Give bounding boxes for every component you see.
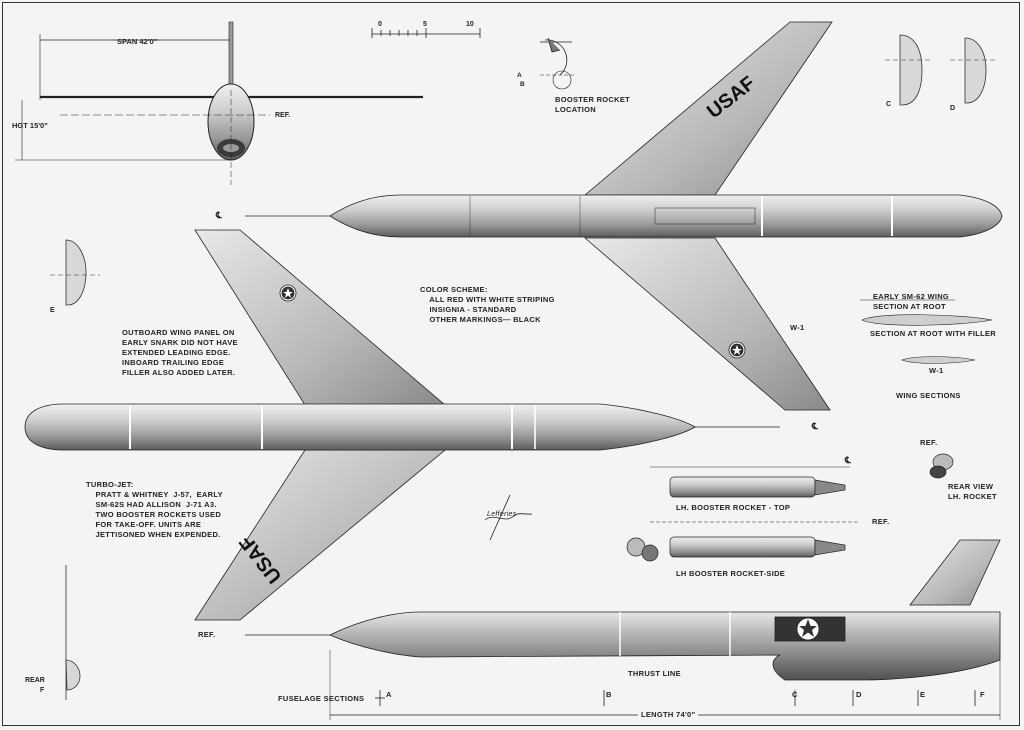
color-scheme-note: COLOR SCHEME: ALL RED WITH WHITE STRIPIN… (420, 285, 555, 324)
station-d: D (856, 690, 862, 699)
station-f: F (980, 690, 985, 699)
side-ref-label: REF. (198, 630, 216, 639)
rear-view-rocket-label: REAR VIEW LH. ROCKET (948, 482, 997, 501)
front-ref-label: REF. (275, 112, 290, 119)
station-a: A (386, 690, 392, 699)
filler-section-label: SECTION AT ROOT WITH FILLER (870, 329, 997, 338)
centerline-symbol-booster: ℄ (845, 455, 852, 465)
span-dimension-label: SPAN 42'0" (117, 37, 158, 46)
centerline-symbol-top: ℄ (216, 210, 223, 220)
turbojet-note: TURBO-JET: PRATT & WHITNEY J-57, EARLY S… (86, 480, 223, 539)
section-d-label: D (950, 105, 955, 112)
w1-section-label: W-1 (929, 366, 944, 375)
wing-sections-title: WING SECTIONS (896, 391, 961, 400)
front-view (15, 21, 423, 185)
top-plan-view (245, 21, 1003, 411)
booster-rockets (626, 453, 954, 562)
scale-tick-0: 0 (378, 21, 382, 28)
side-elevation-view (245, 539, 1001, 720)
booster-ref-label: REF. (872, 517, 890, 526)
height-dimension-label: HGT 15'0" (12, 121, 48, 130)
rear-view-ref-label: REF. (920, 438, 938, 447)
section-e-label: E (50, 307, 55, 314)
fuselage-sections-label: FUSELAGE SECTIONS (278, 694, 365, 703)
thrust-line-label: THRUST LINE (628, 669, 681, 678)
scale-tick-10: 10 (466, 21, 474, 28)
section-c-label: C (886, 101, 891, 108)
booster-top-label: LH. BOOSTER ROCKET - TOP (676, 503, 791, 512)
booster-location-detail (540, 37, 575, 90)
booster-location-title: BOOSTER ROCKET LOCATION (555, 95, 631, 114)
early-wing-section-label: EARLY SM-62 WING SECTION AT ROOT (873, 292, 950, 311)
station-c: C (792, 690, 798, 699)
fuselage-section-shapes (50, 34, 995, 700)
signature-mark (484, 494, 533, 541)
section-f-label: F (40, 687, 45, 694)
artist-signature: Lefferies (487, 511, 517, 518)
rear-label: REAR (25, 677, 45, 684)
bottom-plan-view (24, 229, 780, 621)
length-dimension-label: LENGTH 74'0" (638, 710, 699, 720)
booster-b-label: B (520, 81, 525, 88)
scale-bar (371, 28, 481, 38)
station-e: E (920, 690, 926, 699)
w1-wing-tag: W-1 (790, 323, 805, 332)
wing-panel-note: OUTBOARD WING PANEL ON EARLY SNARK DID N… (122, 328, 238, 377)
scale-tick-5: 5 (423, 21, 427, 28)
centerline-symbol-bottom: ℄ (812, 421, 819, 431)
wing-section-shapes (860, 299, 993, 364)
booster-side-label: LH BOOSTER ROCKET-SIDE (676, 569, 786, 578)
station-b: B (606, 690, 612, 699)
booster-a-label: A (517, 72, 522, 79)
